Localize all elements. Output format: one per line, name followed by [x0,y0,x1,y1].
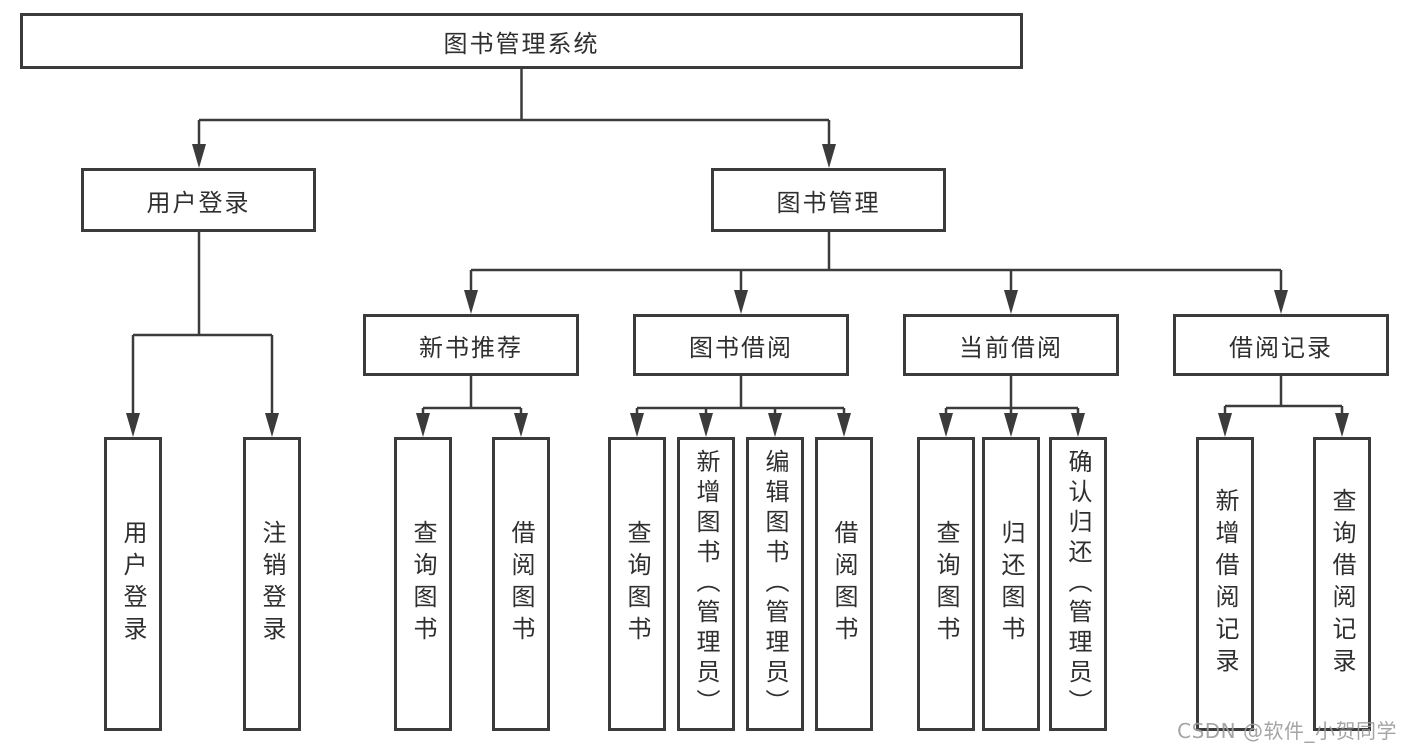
leaf-logout: 注销登录 [243,437,301,731]
connector-bookmgmt-to-level3 [469,232,1283,292]
arrowhead [822,144,836,168]
leaf-records-query-record: 查询借阅记录 [1313,437,1371,731]
arrowhead [464,290,478,314]
node-current-borrowing: 当前借阅 [903,314,1119,376]
leaf-user-login: 用户登录 [104,437,162,731]
arrowhead [1335,413,1349,437]
leaf-records-add-record: 新增借阅记录 [1196,437,1254,731]
connector-current-to-leaves [944,376,1080,415]
arrowhead [837,413,851,437]
watermark: CSDN @软件_小贺同学 [1177,719,1397,743]
leaf-current-return-books: 归还图书 [982,437,1040,731]
leaf-current-confirm-return-admin: 确认归还（管理员） [1049,437,1107,731]
node-book-management: 图书管理 [711,168,946,232]
leaf-borrow-query-books: 查询图书 [608,437,666,731]
arrowhead [192,144,206,168]
arrowhead [1004,413,1018,437]
connector-borrow-to-leaves [635,376,846,415]
arrowhead [1004,290,1018,314]
arrowhead [734,290,748,314]
arrowhead [1274,290,1288,314]
arrowhead [126,413,140,437]
connector-newbook-to-leaves [421,376,523,415]
leaf-current-query-books: 查询图书 [917,437,975,731]
arrowhead [514,413,528,437]
arrowhead [1218,413,1232,437]
arrowhead [939,413,953,437]
node-new-book-recommend: 新书推荐 [363,314,579,376]
arrowhead [416,413,430,437]
connector-userlogin-to-leaves [131,232,274,415]
leaf-borrow-borrow-books: 借阅图书 [815,437,873,731]
arrowhead [699,413,713,437]
connector-root-to-level2 [197,69,831,146]
arrowhead [768,413,782,437]
leaf-borrow-edit-books-admin: 编辑图书（管理员） [746,437,804,731]
arrowhead [1071,413,1085,437]
arrowhead [630,413,644,437]
leaf-newbook-borrow-books: 借阅图书 [492,437,550,731]
arrowhead [265,413,279,437]
node-user-login: 用户登录 [81,168,316,232]
connector-records-to-leaves [1223,376,1344,415]
leaf-newbook-query-books: 查询图书 [394,437,452,731]
node-book-borrowing: 图书借阅 [633,314,849,376]
node-borrowing-records: 借阅记录 [1173,314,1389,376]
leaf-borrow-add-books-admin: 新增图书（管理员） [677,437,735,731]
node-root: 图书管理系统 [20,13,1023,69]
